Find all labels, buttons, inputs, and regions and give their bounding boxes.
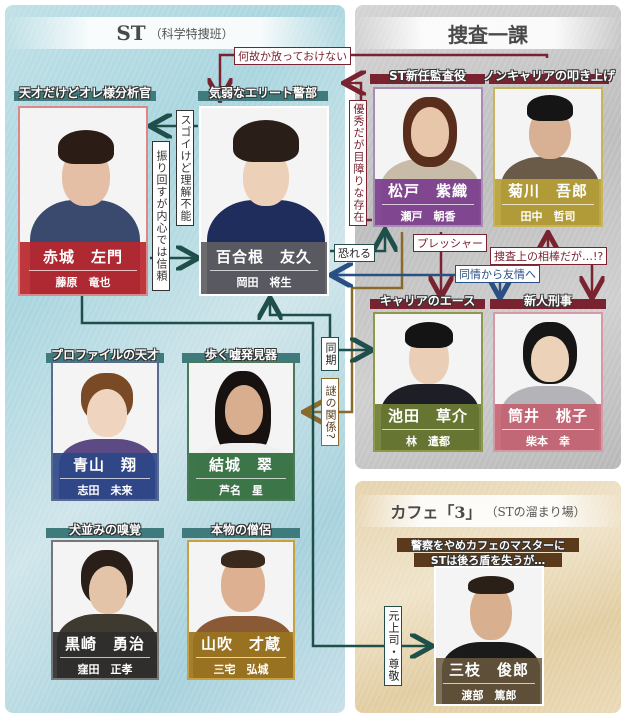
role-label-aoyama: プロファイルの天才 [46, 346, 164, 363]
character-card-yuki[interactable]: 結城 翠 芦名 星 [187, 361, 295, 501]
cafe-caption-line1: 警察をやめカフェのマスターに [397, 538, 579, 552]
nameplate-ikeda: 池田 草介 林 遣都 [375, 404, 481, 450]
character-card-aoyama[interactable]: 青山 翔 志田 未来 [51, 361, 159, 501]
relation-osoreru: 恐れる [334, 244, 375, 262]
cafe-caption-line2: STは後ろ盾を失うが… [414, 553, 562, 567]
nameplate-kurosaki: 黒崎 勇治 窪田 正孝 [53, 632, 157, 678]
role-label-kurosaki: 犬並みの嗅覚 [46, 521, 164, 538]
nameplate-yurine: 百合根 友久 岡田 将生 [201, 242, 327, 294]
character-card-yurine[interactable]: 百合根 友久 岡田 将生 [199, 106, 329, 296]
sousa-ikka-panel-title: 捜査一課 [355, 17, 621, 49]
nameplate-yuki: 結城 翠 芦名 星 [189, 453, 293, 499]
relation-nazeka: 何故か放っておけない [234, 47, 352, 65]
role-label-kikukawa: ノンキャリアの叩き上げ [483, 67, 616, 84]
nameplate-akagi: 赤城 左門 藤原 竜也 [20, 242, 146, 294]
relation-aibou: 捜査上の相棒だが…!? [490, 247, 608, 265]
relation-yushu: 優秀だが目障りな存在 [349, 100, 367, 226]
role-label-tsutsui: 新人刑事 [490, 292, 606, 309]
nameplate-tsutsui: 筒井 桃子 柴本 幸 [495, 404, 601, 450]
relation-moto: 元上司・尊敬 [384, 606, 402, 686]
nameplate-matsudo: 松戸 紫織 瀬戸 朝香 [375, 179, 481, 225]
cafe-panel-title: カフェ「3」 （STの溜まり場） [355, 495, 621, 527]
nameplate-kikukawa: 菊川 吾郎 田中 哲司 [495, 179, 601, 225]
relation-pressure: プレッシャー [413, 234, 487, 252]
character-card-mie[interactable]: 三枝 俊郎 渡部 篤郎 [434, 566, 544, 706]
role-label-akagi: 天才だけどオレ様分析官 [14, 84, 156, 101]
character-card-akagi[interactable]: 赤城 左門 藤原 竜也 [18, 106, 148, 296]
character-card-matsudo[interactable]: 松戸 紫織 瀬戸 朝香 [373, 87, 483, 227]
character-card-tsutsui[interactable]: 筒井 桃子 柴本 幸 [493, 312, 603, 452]
relation-nazo: 謎の関係? [321, 378, 339, 446]
character-card-kurosaki[interactable]: 黒崎 勇治 窪田 正孝 [51, 540, 159, 680]
character-card-kikukawa[interactable]: 菊川 吾郎 田中 哲司 [493, 87, 603, 227]
nameplate-aoyama: 青山 翔 志田 未来 [53, 453, 157, 499]
relation-douki: 同期 [321, 337, 339, 371]
character-card-ikeda[interactable]: 池田 草介 林 遣都 [373, 312, 483, 452]
relation-sugoi: スゴイけど理解不能 [176, 110, 194, 226]
relation-furimawasu: 振り回すが内心では信頼 [152, 141, 170, 291]
role-label-yamabuki: 本物の僧侶 [182, 521, 300, 538]
role-label-matsudo: ST新任監査役 [370, 67, 485, 84]
character-card-yamabuki[interactable]: 山吹 才蔵 三宅 弘城 [187, 540, 295, 680]
nameplate-yamabuki: 山吹 才蔵 三宅 弘城 [189, 632, 293, 678]
st-panel-title: ST （科学特捜班） [5, 17, 345, 49]
role-label-ikeda: キャリアのエース [370, 292, 485, 309]
role-label-yuki: 歩く嘘発見器 [182, 346, 300, 363]
nameplate-mie: 三枝 俊郎 渡部 篤郎 [436, 658, 542, 704]
role-label-yurine: 気弱なエリート警部 [198, 84, 328, 101]
relation-doujou: 同情から友情へ [455, 265, 540, 283]
